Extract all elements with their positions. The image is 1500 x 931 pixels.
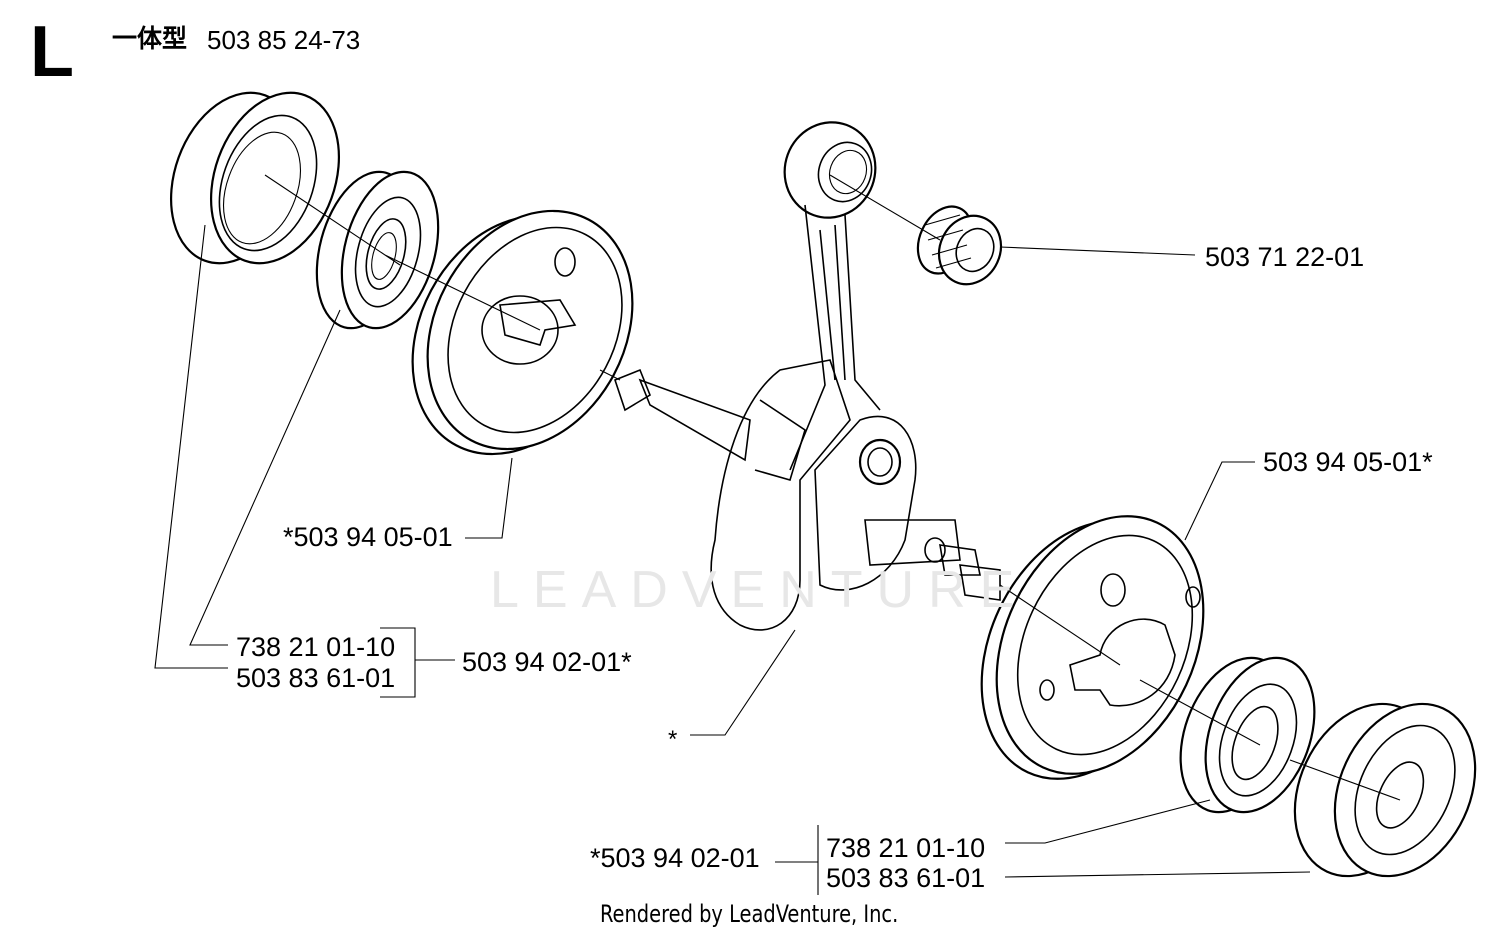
- left-crank-half-drawing: [411, 209, 634, 456]
- callout-crank-half-left[interactable]: *503 94 05-01: [283, 522, 453, 552]
- right-bearing-drawing: [1179, 656, 1316, 814]
- needle-bearing-drawing: [916, 205, 1003, 286]
- callout-crank-half-right[interactable]: 503 94 05-01*: [1263, 447, 1433, 477]
- left-oil-seal-drawing: [169, 91, 341, 265]
- left-bearing-drawing: [315, 170, 440, 330]
- callout-left-bearing[interactable]: 738 21 01-10: [236, 632, 396, 662]
- callout-right-seal[interactable]: 503 83 61-01: [826, 863, 986, 893]
- right-crank-half-drawing: [980, 515, 1205, 780]
- watermark: LEADVENTURE: [490, 561, 1029, 619]
- leader-lines: [154, 174, 1401, 895]
- render-credit: Rendered by LeadVenture, Inc.: [600, 900, 899, 928]
- callout-left-seal[interactable]: 503 83 61-01: [236, 663, 396, 693]
- callout-needle-bearing[interactable]: 503 71 22-01: [1205, 242, 1365, 272]
- callout-right-bearing[interactable]: 738 21 01-10: [826, 833, 986, 863]
- callout-right-kit[interactable]: *503 94 02-01: [590, 843, 760, 873]
- header-part-number: 503 85 24-73: [207, 25, 361, 55]
- section-letter: L: [30, 12, 74, 92]
- right-oil-seal-drawing: [1293, 702, 1477, 878]
- crankshaft-drawing: [614, 359, 1001, 631]
- callout-crankshaft[interactable]: *: [668, 726, 678, 753]
- header-title: 一体型: [112, 25, 188, 53]
- callout-left-kit[interactable]: 503 94 02-01*: [462, 647, 632, 677]
- connecting-rod-drawing: [783, 121, 881, 471]
